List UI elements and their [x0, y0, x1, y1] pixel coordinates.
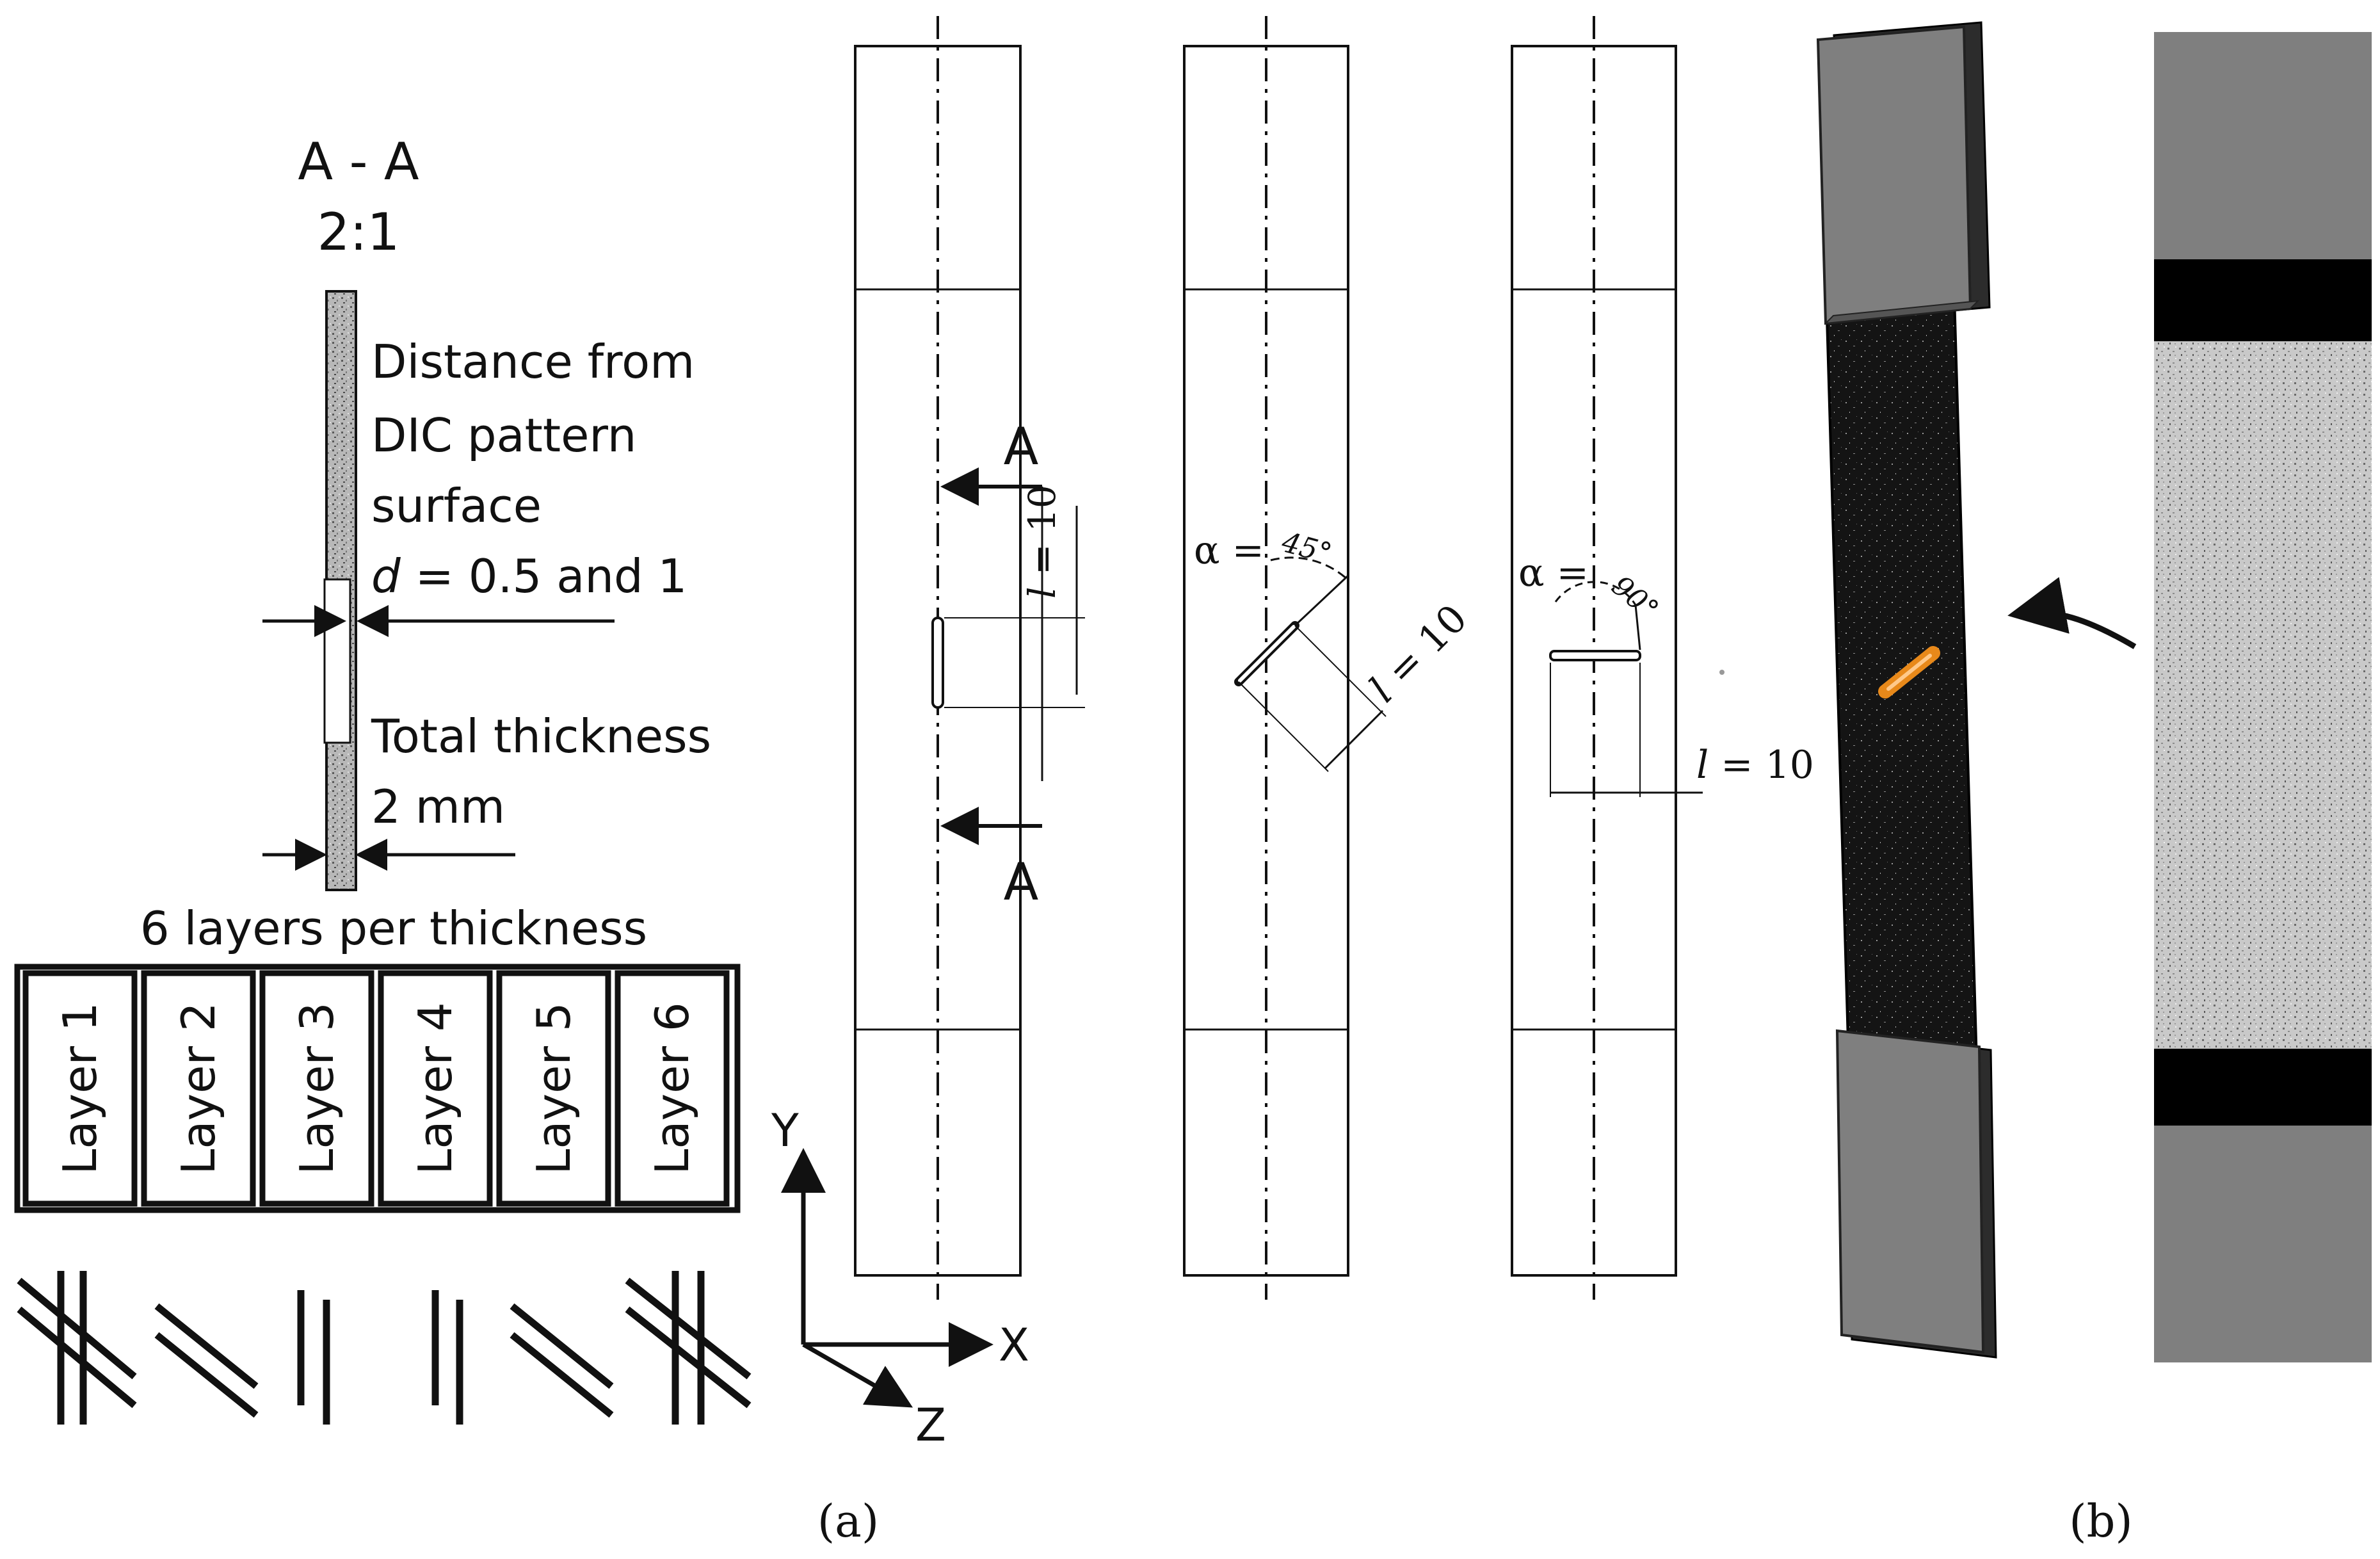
dic-bottom-grip — [2154, 1126, 2372, 1362]
specimen-2-dim-line — [1324, 709, 1384, 770]
embedded-defect — [323, 578, 351, 744]
specimen-3d-render — [1816, 21, 1997, 1359]
section-marker-top: A — [1004, 417, 1039, 476]
layer-1: Layer 1 — [22, 970, 138, 1207]
z-axis-label: Z — [915, 1399, 946, 1451]
section-view: A - A 2:1 Distance from DIC pattern surf… — [262, 132, 711, 891]
d-symbol: d — [371, 549, 401, 603]
layer-3: Layer 3 — [259, 970, 374, 1207]
layer-4: Layer 4 — [378, 970, 493, 1207]
z-axis-arrow — [802, 1342, 913, 1408]
layer-label-4: Layer 4 — [408, 1002, 462, 1174]
d-value-label: d = 0.5 and 1 — [371, 549, 687, 603]
specimen-3-notch — [1549, 650, 1641, 661]
layer-label-5: Layer 5 — [527, 1002, 581, 1174]
layer-6: Layer 6 — [615, 970, 730, 1207]
x-axis-label: X — [999, 1319, 1029, 1371]
curved-arrow — [2007, 577, 2137, 649]
layer-label-3: Layer 3 — [290, 1002, 344, 1174]
layer-label-6: Layer 6 — [645, 1002, 699, 1174]
dic-bottom-tab — [2154, 1049, 2372, 1126]
caption-b: (b) — [2069, 1495, 2132, 1547]
thickness-label-line-2: 2 mm — [371, 780, 505, 834]
specimen-0-deg: A A l = 10 — [854, 16, 1085, 1300]
layers-heading: 6 layers per thickness — [140, 901, 647, 955]
fiber-layer-2 — [154, 1303, 259, 1418]
caption-a: (a) — [817, 1495, 879, 1547]
dic-speckle-area — [2154, 341, 2372, 1049]
section-scale: 2:1 — [318, 202, 400, 262]
layer-label-1: Layer 1 — [53, 1002, 107, 1174]
fiber-layer-4 — [431, 1290, 463, 1425]
thickness-label-line-1: Total thickness — [371, 709, 711, 763]
specimen-3-speck-dot — [1719, 670, 1725, 675]
layer-boxes: Layer 1 Layer 2 Layer 3 Layer 4 Layer 5 … — [22, 970, 730, 1207]
distance-label-line-1: Distance from — [371, 335, 695, 389]
specimen-3-length-label: l = 10 — [1696, 743, 1814, 788]
fiber-layer-1 — [17, 1271, 137, 1425]
specimen-3-alpha: α = — [1518, 551, 1589, 595]
y-axis-label: Y — [771, 1104, 799, 1157]
specimen-45-deg: α = 45° l = 10 — [1183, 16, 1476, 1300]
specimen-1-length-label: l = 10 — [1020, 485, 1064, 599]
specimen-2-alpha: α = — [1194, 528, 1264, 573]
distance-label-line-3: surface — [371, 479, 542, 533]
section-marker-bottom: A — [1004, 852, 1039, 912]
dic-top-grip — [2154, 32, 2372, 259]
specimen-3-angle-arc — [1554, 581, 1637, 606]
coordinate-axes: Y X Z — [771, 1104, 1029, 1451]
specimen-2-angle-arc — [1270, 556, 1349, 581]
specimen-3d-body — [1822, 229, 1979, 1064]
layer-5: Layer 5 — [496, 970, 611, 1207]
layers-block: 6 layers per thickness Layer 1 Layer 2 L… — [14, 901, 752, 1425]
d-value: = 0.5 and 1 — [401, 549, 687, 603]
specimen-2-length-label: l = 10 — [1361, 596, 1476, 711]
layer-label-2: Layer 2 — [172, 1002, 225, 1174]
specimen-3d-bottom-tab — [1835, 1029, 1985, 1354]
section-title: A - A — [298, 132, 419, 191]
specimen-3-angle-ref — [1634, 604, 1641, 650]
specimen-3d-top-tab — [1816, 25, 1972, 325]
specimen-2-ext-1 — [1238, 681, 1329, 772]
fiber-orientations — [17, 1271, 752, 1425]
fiber-layer-5 — [510, 1303, 614, 1418]
dic-pattern-specimen — [2154, 32, 2372, 1362]
specimen-2-angle-ref — [1294, 575, 1349, 627]
dic-top-tab — [2154, 259, 2372, 341]
distance-label-line-2: DIC pattern — [371, 408, 636, 462]
specimen-2-ext-2 — [1294, 625, 1387, 717]
specimen-90-deg: α = 90° l = 10 — [1511, 16, 1814, 1300]
layer-2: Layer 2 — [141, 970, 256, 1207]
fiber-layer-6 — [625, 1271, 752, 1425]
specimen-1-notch — [931, 617, 944, 709]
fiber-layer-3 — [297, 1290, 330, 1425]
